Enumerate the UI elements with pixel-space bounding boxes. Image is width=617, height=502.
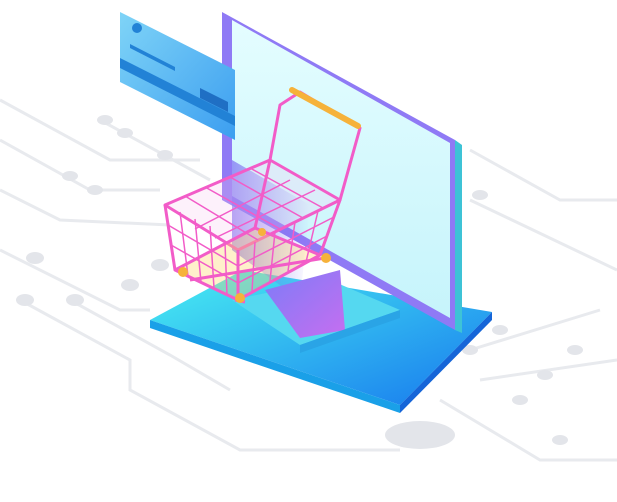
cart-wheels — [178, 228, 331, 303]
credit-card — [120, 12, 235, 140]
circuit-nodes — [16, 115, 583, 449]
monitor-stand — [232, 270, 400, 353]
circuit-lines — [0, 98, 617, 462]
cart-handle — [289, 87, 361, 129]
monitor — [222, 12, 462, 333]
